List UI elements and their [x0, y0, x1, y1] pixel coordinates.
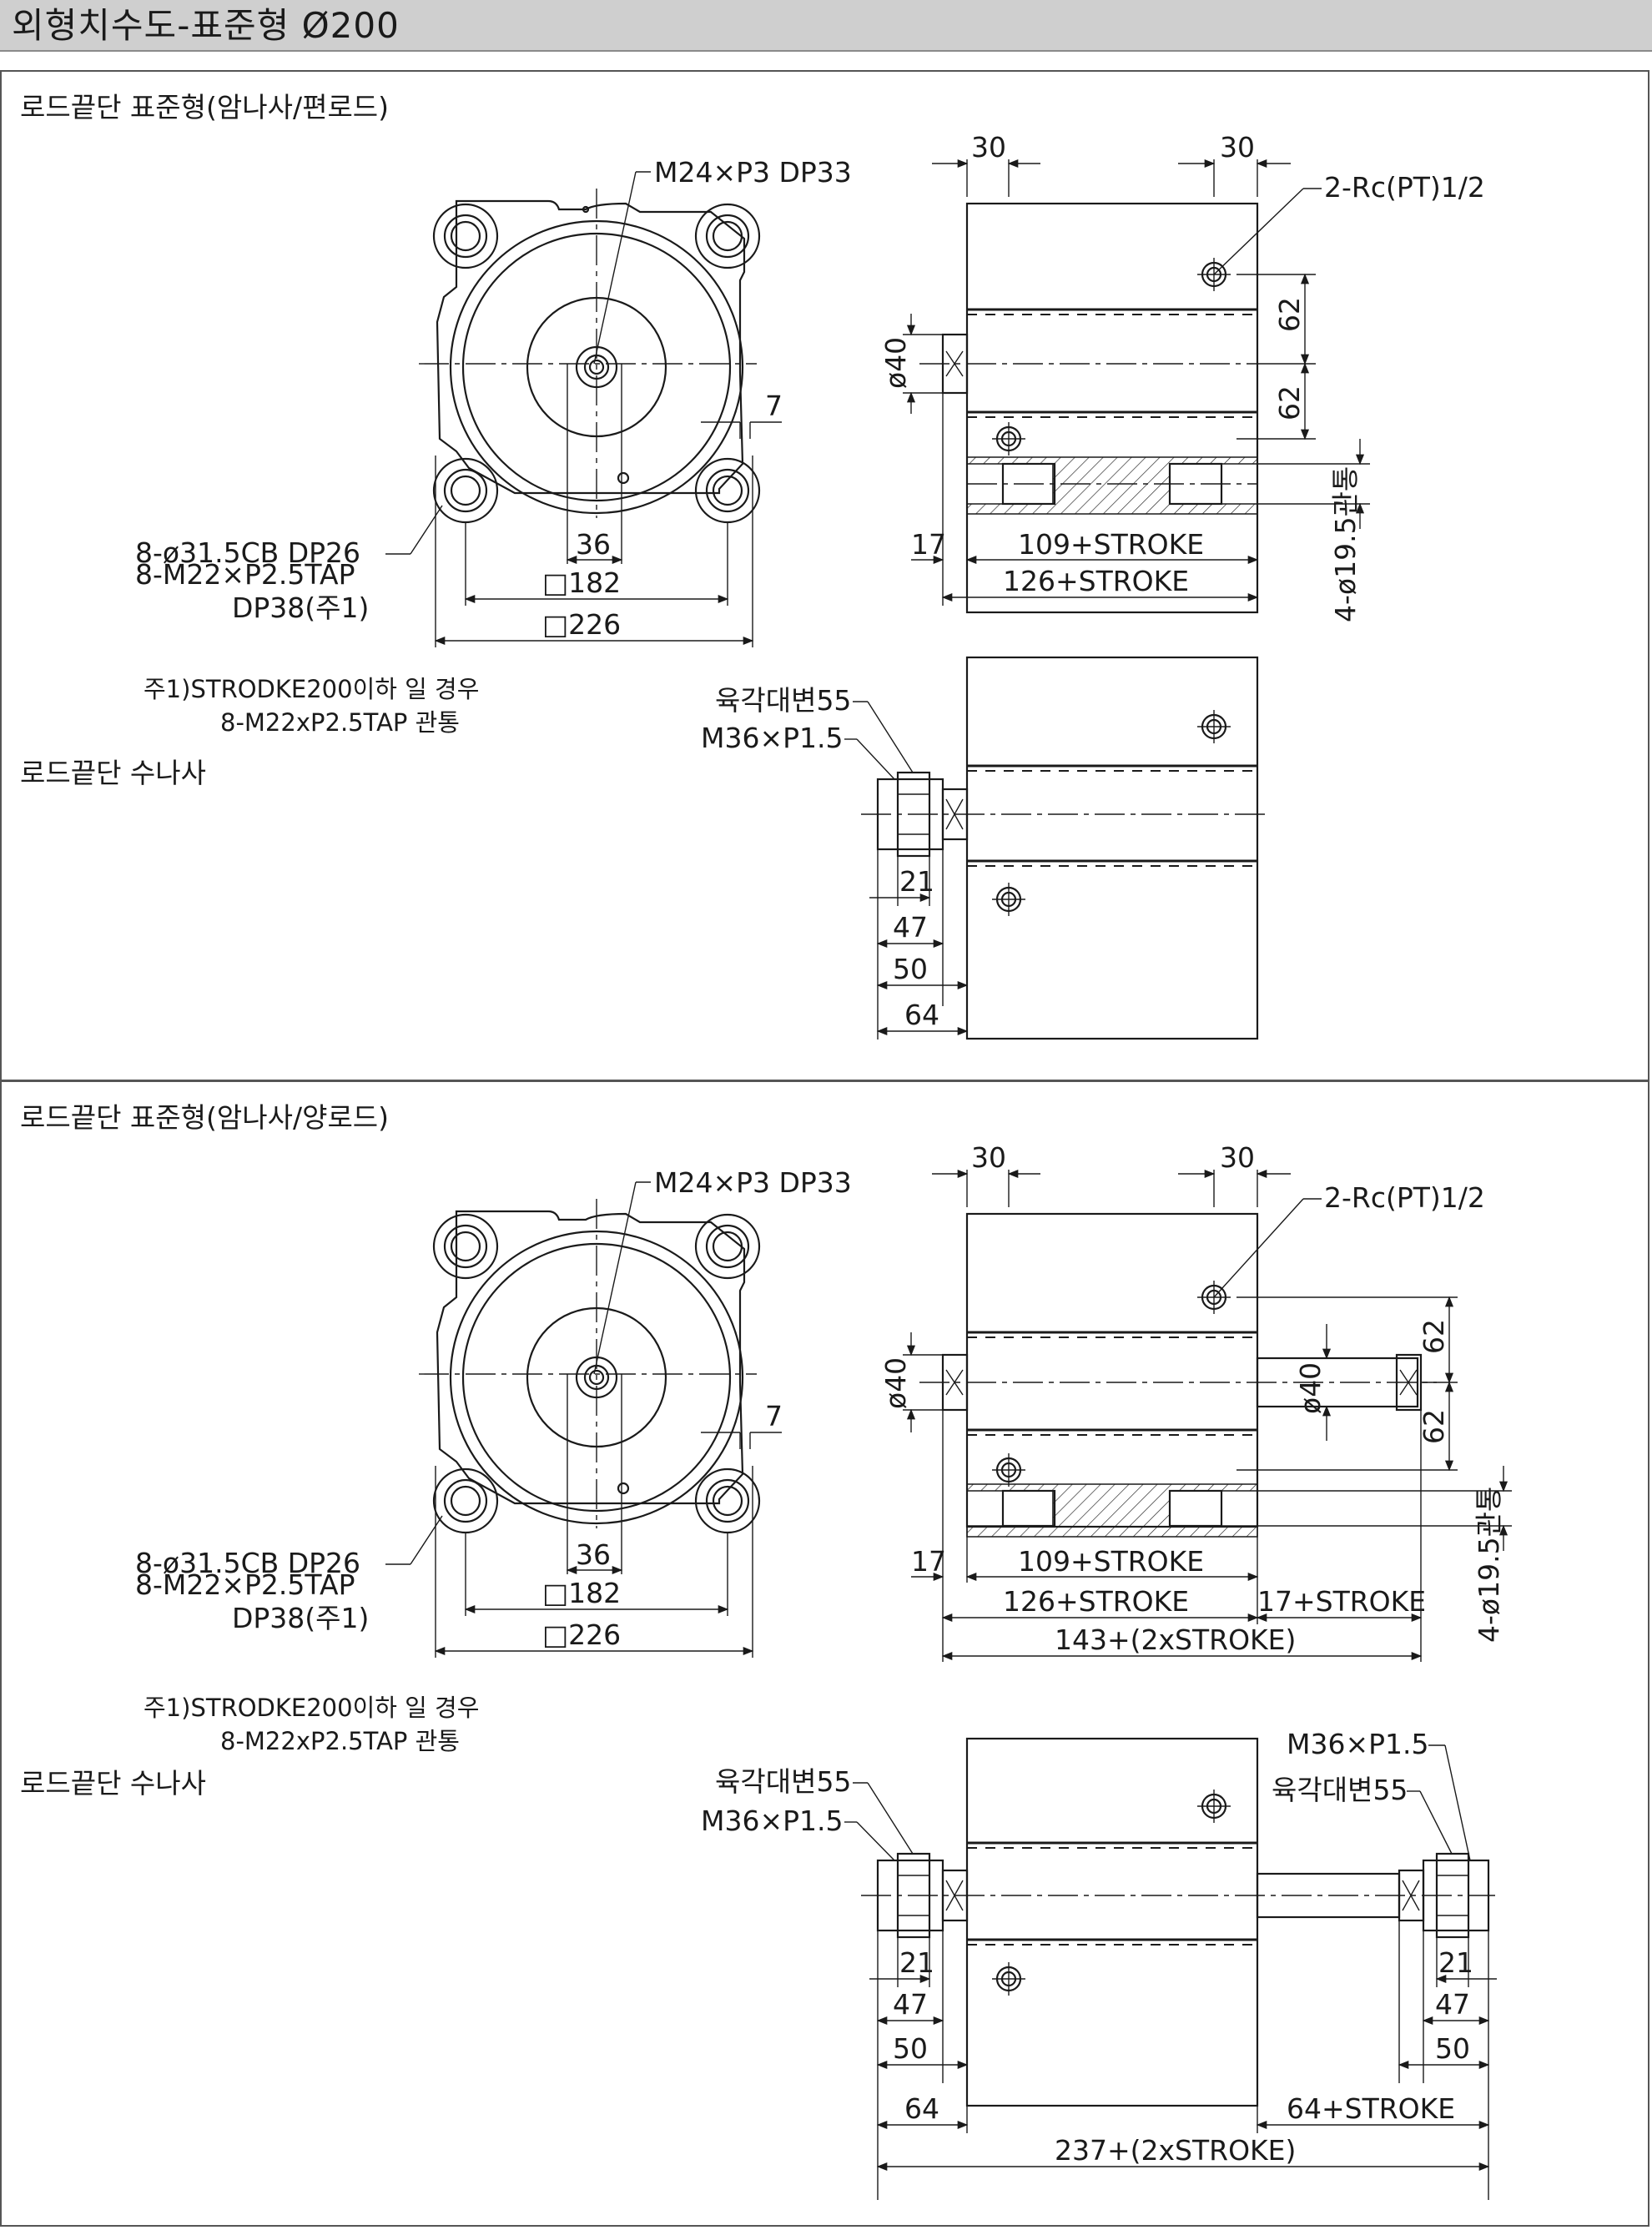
dim-7: 7	[765, 1400, 783, 1432]
single-rod-drawing: 로드끝단 표준형(암나사/편로드) 로드끝단 수나사 주1)STRODKE200…	[20, 91, 1485, 1040]
dim-rod-dia-left: ø40	[879, 1357, 912, 1409]
hex-label: 육각대변55	[715, 684, 851, 717]
dim-rod-dia-right: ø40	[1294, 1362, 1327, 1414]
dim-62-upper: 62	[1273, 297, 1306, 332]
dim-top-30-left: 30	[971, 131, 1006, 164]
section-title-female: 로드끝단 표준형(암나사/편로드)	[20, 91, 389, 123]
male-thread-label-left: M36×P1.5	[701, 1805, 844, 1837]
dim-17: 17	[911, 528, 946, 561]
dim-47-right: 47	[1435, 1988, 1470, 2021]
cb-label-2: 8-M22×P2.5TAP	[135, 1568, 355, 1601]
dim-7: 7	[765, 390, 783, 422]
side-view: 30 30 2-Rc(PT)1/2 62 62 ø40 4-ø19.5관통	[879, 131, 1485, 622]
front-view: M24×P3 DP33 7 8-ø31.5CB DP26 8-M22×P2.5T…	[135, 156, 852, 647]
dim-sq182: □182	[542, 1577, 621, 1609]
cb-label-3: DP38(주1)	[232, 1602, 369, 1634]
dim-top-30-right: 30	[1220, 131, 1255, 164]
dim-64-stroke-right: 64+STROKE	[1287, 2092, 1455, 2125]
dim-sq182: □182	[542, 566, 621, 599]
dim-62-upper: 62	[1418, 1319, 1450, 1354]
section-title-female: 로드끝단 표준형(암나사/양로드)	[20, 1101, 389, 1134]
section-title-male: 로드끝단 수나사	[20, 1767, 206, 1800]
dim-50: 50	[893, 953, 928, 985]
page-header: 외형치수도-표준형 Ø200	[0, 0, 1652, 52]
male-thread-view: 육각대변55 M36×P1.5 21 47 50 64	[701, 656, 1266, 1040]
dim-47: 47	[893, 911, 928, 944]
dim-total-len: 143+(2xSTROKE)	[1055, 1623, 1296, 1656]
port-label: 2-Rc(PT)1/2	[1324, 171, 1485, 204]
dim-47-left: 47	[893, 1988, 928, 2021]
dim-total-len: 126+STROKE	[1003, 565, 1189, 597]
dim-62-lower: 62	[1418, 1409, 1450, 1444]
side-view: 30 30 2-Rc(PT)1/2 62 62 ø40 ø40 4-ø19.5관…	[879, 1141, 1512, 1662]
dim-36: 36	[576, 1538, 611, 1571]
note-line-2: 8-M22xP2.5TAP 관통	[220, 708, 460, 737]
male-thread-view: 육각대변55 M36×P1.5 M36×P1.5 육각대변55 21 47 50…	[701, 1728, 1497, 2200]
dim-21-right: 21	[1438, 1946, 1473, 1979]
dim-50-right: 50	[1435, 2032, 1470, 2065]
dim-rod-dia: ø40	[879, 337, 912, 389]
dim-body-len: 109+STROKE	[1018, 1545, 1204, 1578]
dim-21: 21	[899, 865, 934, 898]
dim-36: 36	[576, 528, 611, 561]
cb-label-1: 8-ø31.5CB DP26	[135, 536, 360, 569]
rod-thread-label: M24×P3 DP33	[654, 156, 852, 189]
cb-label-3: DP38(주1)	[232, 591, 369, 624]
note-line-1: 주1)STRODKE200이하 일 경우	[144, 675, 479, 703]
dim-126: 126+STROKE	[1003, 1585, 1189, 1618]
hex-label-left: 육각대변55	[715, 1765, 851, 1798]
page-title: 외형치수도-표준형 Ø200	[12, 5, 400, 46]
cb-label-1: 8-ø31.5CB DP26	[135, 1547, 360, 1579]
male-thread-label: M36×P1.5	[701, 722, 844, 754]
dim-top-30-left: 30	[971, 1141, 1006, 1174]
front-view: M24×P3 DP33 7 8-ø31.5CB DP26 8-M22×P2.5T…	[135, 1166, 852, 1658]
section-title-male: 로드끝단 수나사	[20, 757, 206, 789]
note-line-2: 8-M22xP2.5TAP 관통	[220, 1727, 460, 1755]
dim-62-lower: 62	[1273, 385, 1306, 420]
dim-17-stroke: 17+STROKE	[1257, 1585, 1426, 1618]
dim-sq226: □226	[542, 1618, 621, 1651]
dim-17: 17	[911, 1545, 946, 1578]
male-thread-label-right: M36×P1.5	[1287, 1728, 1429, 1760]
rod-thread-label: M24×P3 DP33	[654, 1166, 852, 1199]
double-rod-drawing: 로드끝단 표준형(암나사/양로드) 로드끝단 수나사 주1)STRODKE200…	[20, 1101, 1512, 2200]
dim-thru-holes: 4-ø19.5관통	[1329, 466, 1362, 622]
dim-64-left: 64	[904, 2092, 939, 2125]
dim-top-30-right: 30	[1220, 1141, 1255, 1174]
dim-21-left: 21	[899, 1946, 934, 1979]
note-line-1: 주1)STRODKE200이하 일 경우	[144, 1694, 479, 1722]
dim-64: 64	[904, 999, 939, 1031]
port-label: 2-Rc(PT)1/2	[1324, 1181, 1485, 1214]
hex-label-right: 육각대변55	[1272, 1774, 1408, 1806]
dim-body-len: 109+STROKE	[1018, 528, 1204, 561]
drawing-panel-double-rod: 로드끝단 표준형(암나사/양로드) 로드끝단 수나사 주1)STRODKE200…	[0, 1080, 1649, 2227]
drawing-panel-single-rod: 로드끝단 표준형(암나사/편로드) 로드끝단 수나사 주1)STRODKE200…	[0, 70, 1649, 1081]
cb-label-2: 8-M22×P2.5TAP	[135, 558, 355, 591]
dim-50-left: 50	[893, 2032, 928, 2065]
dim-sq226: □226	[542, 608, 621, 641]
dim-thru-holes: 4-ø19.5관통	[1473, 1487, 1505, 1643]
dim-grand-total: 237+(2xSTROKE)	[1055, 2134, 1296, 2167]
